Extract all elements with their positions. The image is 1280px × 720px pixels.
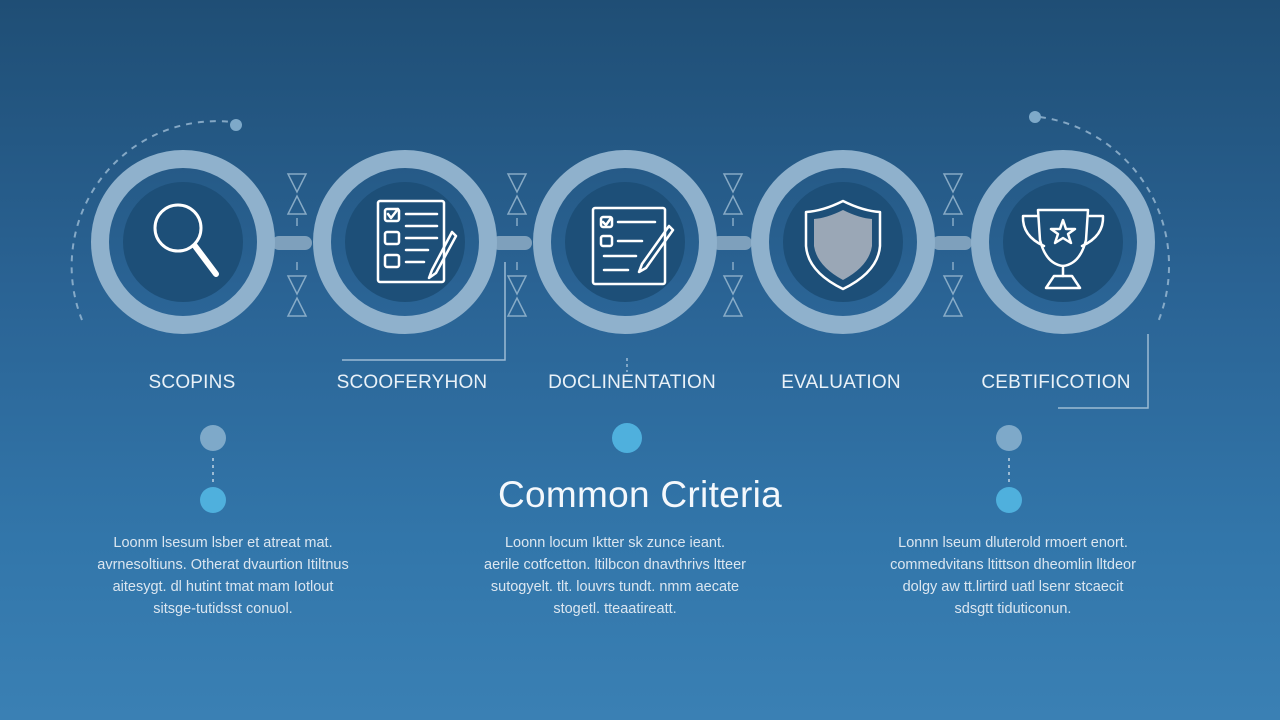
- description-line: avrnesoltiuns. Otherat dvaurtion Itiltnu…: [97, 557, 349, 573]
- step-2-ring: [313, 150, 497, 334]
- description-line: Lonnn lseum dluterold rmoert enort.: [898, 535, 1128, 551]
- diagram-title: Common Criteria: [497, 474, 783, 515]
- decorative-dashed-arc-left: [70, 120, 233, 321]
- description-line: commedvitans ltittson dheomlin lltdeor: [890, 557, 1136, 573]
- checklist-icon: [376, 199, 458, 284]
- trophy-icon: [1021, 208, 1105, 290]
- step-1-ring: [91, 150, 275, 334]
- ring-connectors: [272, 236, 972, 250]
- description-line: sitsge-tutidsst conuol.: [153, 601, 293, 617]
- decorative-dot-left: [230, 119, 242, 131]
- description-line: Loonn locum Iktter sk zunce ieant.: [504, 535, 726, 551]
- timeline-dots: [200, 423, 1022, 513]
- magnifying-glass-icon: [153, 203, 219, 277]
- connector-line-step5: [1058, 334, 1149, 409]
- step-5-ring: [971, 150, 1155, 334]
- step-label-step2: SCOOFERYHON: [336, 372, 488, 393]
- document-pen-icon: [591, 206, 675, 286]
- description-line: stogetl. tteaatireatt.: [553, 601, 677, 617]
- description-left: Loonm lsesum lsber et atreat mat. avrnes…: [53, 532, 393, 620]
- description-line: dolgy aw tt.lirtird uatl lsenr stcaecit: [902, 579, 1124, 595]
- description-line: Loonm lsesum lsber et atreat mat.: [113, 535, 333, 551]
- description-line: sdsgtt tiduticonun.: [954, 601, 1072, 617]
- hourglass-separators: [286, 173, 964, 317]
- step-label-certification: CEBTIFICOTION: [981, 372, 1131, 393]
- decorative-dashed-arc-right: [1039, 116, 1171, 323]
- decorative-dot-right: [1029, 111, 1041, 123]
- step-label-evaluation: EVALUATION: [781, 372, 901, 393]
- description-center: Loonn locum Iktter sk zunce ieant. aeril…: [445, 532, 785, 620]
- connector-line-step2: [342, 262, 506, 361]
- description-line: aerile cotfcetton. ltilbcon dnavthrivs l…: [484, 557, 746, 573]
- shield-icon: [804, 199, 882, 291]
- description-right: Lonnn lseum dluterold rmoert enort. comm…: [843, 532, 1183, 620]
- step-label-documentation: DOCLINENTATION: [548, 372, 716, 393]
- description-line: sutogyelt. tlt. louvrs tundt. nmm aecate: [490, 579, 740, 595]
- description-line: aitesygt. dl hutint tmat mam Iotlout: [112, 579, 334, 595]
- step-label-scoping: SCOPINS: [148, 372, 236, 393]
